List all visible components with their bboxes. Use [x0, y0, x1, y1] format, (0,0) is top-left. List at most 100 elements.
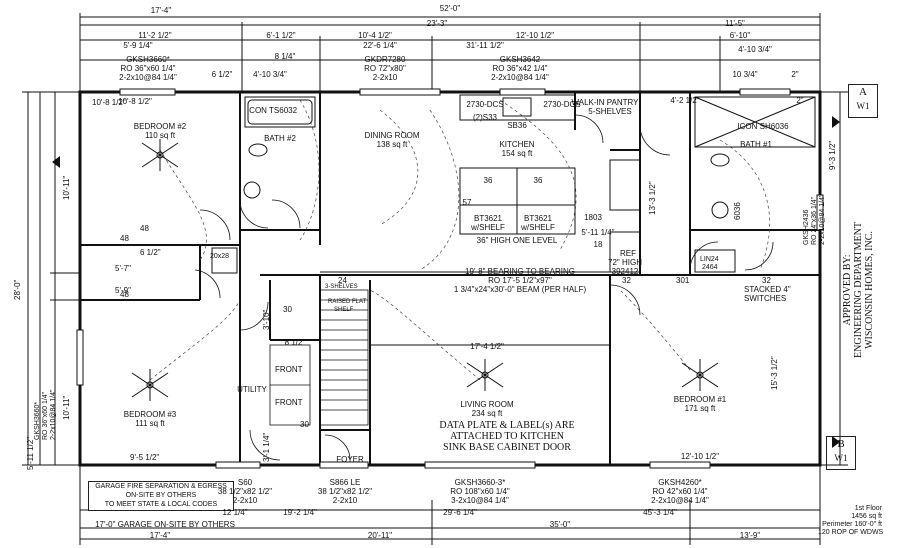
- kitchen-pantry: WALK-IN PANTRY: [571, 98, 639, 107]
- section-mark-b: B W1: [826, 436, 856, 470]
- bottom-dim-a: 19'-2 1/4": [283, 508, 317, 517]
- bedroom2-area: 110 sq ft: [144, 131, 176, 140]
- beam-line2: RO 17'-5 1/2"x97": [488, 276, 552, 285]
- left-dim-2: 6 1/2": [140, 248, 161, 257]
- island-level: 36" HIGH ONE LEVEL: [476, 236, 558, 245]
- garage-note-1: GARAGE FIRE SEPARATION & EGRESS: [95, 483, 227, 490]
- island-top-b: 36: [533, 176, 543, 185]
- int-dim-4: 3'-10": [262, 309, 271, 330]
- dim-misc-3: 4'-10 3/4": [253, 70, 287, 79]
- approval-line2: ENGINEERING DEPARTMENT: [853, 222, 864, 358]
- section-mark-a-sub: W1: [856, 101, 870, 111]
- bottom-dim-e: 17'-4": [149, 531, 171, 540]
- bedroom2-name: BEDROOM #2: [133, 122, 187, 131]
- bottom-dim-h: 13'-9": [739, 531, 761, 540]
- int-dim-24: 24: [338, 276, 347, 285]
- right-dim-32b: 32: [622, 276, 631, 285]
- int-dim-48: 48: [140, 224, 149, 233]
- data-plate-line3: SINK BASE CABINET DOOR: [443, 442, 571, 453]
- garage-note: GARAGE FIRE SEPARATION & EGRESS ON-SITE …: [88, 481, 234, 511]
- left-window-ro: RO 36"x60 1/4": [42, 391, 49, 440]
- kitchen-shelves: 5-SHELVES: [588, 107, 632, 116]
- left-window: GKSH3660* RO 36"x60 1/4" 2-2x10@84 1/4": [34, 390, 58, 440]
- door-2-size: 38 1/2"x82 1/2": [317, 487, 373, 496]
- beam-line1: 19'-8" BEARING TO BEARING: [465, 267, 575, 276]
- int-dim-3: 8 1/2": [284, 338, 306, 347]
- bedroom3-name: BEDROOM #3: [123, 410, 177, 419]
- bedroom3-area: 111 sq ft: [135, 419, 165, 428]
- bedroom1-area: 171 sq ft: [684, 404, 716, 413]
- window-1-hdr: 2-2x10@84 1/4": [119, 73, 177, 82]
- int-dim-5: 3'-1 1/4": [262, 432, 271, 462]
- dim-top-1: 17'-4": [150, 6, 172, 15]
- dim-misc-4: 10'-8 1/2": [118, 97, 152, 106]
- right-window-hdr: 2-2x10@84 1/4": [819, 194, 826, 245]
- window-6-ro: RO 108"x60 1/4": [450, 487, 510, 496]
- overall-depth: 28'-0": [13, 279, 22, 300]
- right-dim-301: 301: [676, 276, 690, 285]
- right-dim-2: 13'-3 1/2": [648, 181, 657, 215]
- utility-name: UTILITY: [237, 385, 267, 394]
- data-plate-line2: ATTACHED TO KITCHEN: [450, 431, 564, 442]
- left-dim-4: 10'-8 1/2": [92, 98, 126, 107]
- island-b: BT3621: [523, 214, 553, 223]
- shelves3-note: 3-SHELVES: [325, 284, 358, 290]
- door-1-size: 38 1/2"x82 1/2": [217, 487, 273, 496]
- left-window-hdr: 2-2x10@84 1/4": [50, 389, 57, 440]
- left-dim-1: 10'-11": [62, 175, 71, 200]
- dim-misc-6: 2": [791, 70, 799, 79]
- switches-note: SWITCHES: [744, 294, 787, 303]
- island-a: BT3621: [473, 214, 503, 223]
- int-dim-2: 12'-10 1/2": [680, 452, 720, 461]
- section-mark-a-letter: A: [859, 86, 867, 98]
- section-mark-b-letter: B: [837, 438, 845, 450]
- int-dim-30a: 30: [283, 305, 292, 314]
- window-7-code: GKSH4260*: [658, 478, 702, 487]
- kitchen-dim-5: 5'-11 1/4": [581, 228, 615, 237]
- right-dim-3: 15'-3 1/2": [770, 356, 779, 390]
- door-2-hdr: 2-2x10: [332, 496, 358, 505]
- section-mark-a: A W1: [848, 84, 878, 118]
- dim-misc-2: 6 1/2": [211, 70, 233, 79]
- bottom-dim-c: 45'-3 1/4": [643, 508, 677, 517]
- bath1-fixture: ICON SH6036: [737, 122, 789, 131]
- right-window: GKSH2436 RO 24"x36 1/4" 2-2x10@84 1/4": [803, 195, 827, 245]
- window-1-ro: RO 36"x60 1/4": [120, 64, 176, 73]
- right-window-ro: RO 24"x36 1/4": [811, 196, 818, 245]
- living-area: 234 sq ft: [471, 409, 503, 418]
- floor-info: 1st Floor 1456 sq ft Perimeter 160'-0" f…: [818, 505, 884, 537]
- kitchen-ref: REF: [620, 249, 636, 258]
- left-dim-6: 9'-5 1/2": [130, 453, 160, 462]
- kitchen-area: 154 sq ft: [501, 149, 533, 158]
- left-dim-5: 10'-11": [62, 395, 71, 420]
- dim-row2-5: 6'-10": [729, 31, 751, 40]
- dim-row3-3: 31'-11 1/2": [466, 41, 504, 50]
- left-dim-48a: 48: [120, 234, 129, 243]
- island-b-shelf: w/SHELF: [521, 223, 555, 232]
- kitchen-cab-b: 2730-DCS: [543, 100, 581, 109]
- kitchen-cab-c: (2)S33: [472, 113, 498, 122]
- dim-misc-7: 4'-2 1/2": [670, 96, 700, 105]
- kitchen-1803: 1803: [584, 213, 602, 222]
- int-dim-30b: 30: [300, 420, 309, 429]
- window-6-hdr: 3-2x10@84 1/4": [451, 496, 509, 505]
- bath2-fixture: ICON TS6032: [246, 106, 298, 115]
- floor-info-4: 120 ROP OF WDWS: [818, 529, 884, 536]
- window-2-hdr: 2-2x10: [372, 73, 398, 82]
- left-dim-3: 5'-7": [115, 264, 131, 273]
- linen2-note: 2464: [702, 264, 718, 271]
- right-dim-32a: 32: [762, 276, 771, 285]
- bottom-dim-b: 29'-6 1/4": [443, 508, 477, 517]
- approval-stamp: APPROVED BY: ENGINEERING DEPARTMENT WISC…: [842, 210, 875, 370]
- living-name: LIVING ROOM: [460, 400, 514, 409]
- door-1-code: S60: [237, 478, 253, 487]
- garage-note-3: TO MEET STATE & LOCAL CODES: [104, 501, 218, 508]
- dim-row2-3: 10'-4 1/2": [358, 31, 392, 40]
- front-note-1: FRONT: [275, 365, 303, 374]
- island-top-a: 36: [483, 176, 493, 185]
- floor-info-2: 1456 sq ft: [851, 513, 882, 520]
- int-dim-1: 17'-4 1/2": [470, 342, 504, 351]
- window-7-hdr: 2-2x10@84 1/4": [651, 496, 709, 505]
- kitchen-cab-a: 2730-DCS: [466, 100, 504, 109]
